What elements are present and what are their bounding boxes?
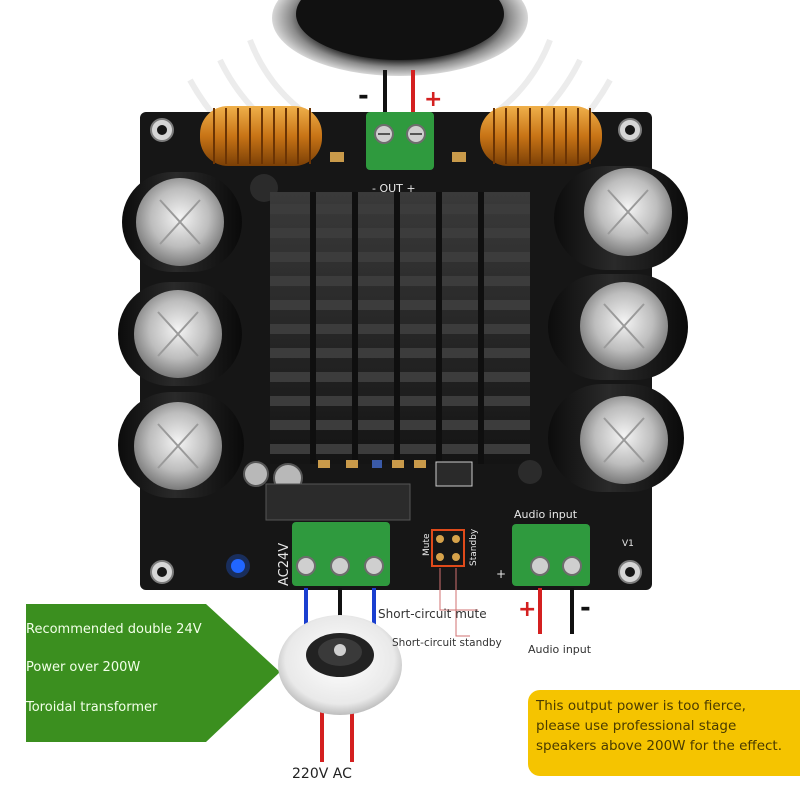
- capacitor: [122, 172, 242, 272]
- out-silk-label: - OUT +: [372, 182, 416, 195]
- callout-line-3: Toroidal transformer: [26, 700, 158, 715]
- callout-line-1: Recommended double 24V: [26, 622, 202, 637]
- mute-silk-label: Mute: [422, 533, 432, 556]
- power-led: [231, 559, 245, 573]
- short-circuit-mute-label: Short-circuit mute: [378, 607, 487, 621]
- amplifier-board: - OUT +: [118, 106, 688, 590]
- input-plus-label: +: [518, 597, 536, 622]
- standby-silk-label: Standby: [469, 528, 479, 566]
- version-silk-label: V1: [622, 539, 634, 549]
- note-line-3: speakers above 200W for the effect.: [536, 738, 783, 754]
- power-terminal: [292, 522, 390, 586]
- speaker-minus-label: -: [358, 81, 369, 111]
- capacitor: [548, 384, 684, 492]
- input-minus-label: -: [580, 593, 591, 623]
- input-plus-silk: +: [496, 567, 506, 581]
- short-circuit-standby-label: Short-circuit standby: [392, 637, 502, 649]
- capacitor: [118, 392, 244, 498]
- output-terminal: [366, 112, 434, 170]
- note-line-2: please use professional stage: [536, 718, 737, 734]
- callout-line-2: Power over 200W: [26, 660, 141, 675]
- power-silk-label: AC24V: [277, 543, 292, 586]
- speaker-plus-label: +: [424, 87, 442, 112]
- speaker: [272, 0, 528, 76]
- audio-input-label: Audio input: [528, 643, 592, 656]
- capacitor: [554, 166, 688, 270]
- ac-input-label: 220V AC: [292, 766, 352, 782]
- capacitor: [118, 282, 242, 386]
- mute-standby-header: [431, 529, 465, 567]
- inductor-left: [200, 106, 322, 166]
- audio-input-silk-label: Audio input: [514, 508, 578, 521]
- inductor-right: [480, 106, 602, 166]
- audio-input-terminal: [512, 524, 590, 586]
- warning-note: This output power is too fierce, please …: [528, 690, 800, 776]
- capacitor: [548, 274, 688, 380]
- transformer-callout-arrow: [26, 604, 280, 742]
- toroidal-transformer: [278, 615, 402, 715]
- note-line-1: This output power is too fierce,: [536, 698, 746, 714]
- heatsink: [270, 192, 530, 464]
